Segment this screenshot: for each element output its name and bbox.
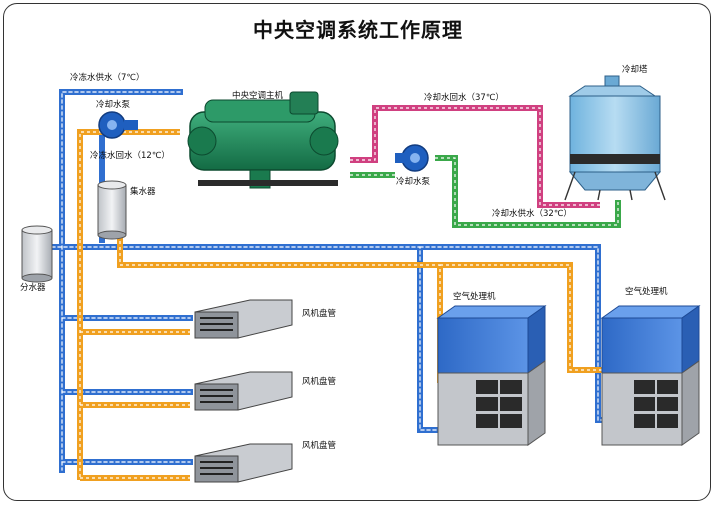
chiller-unit — [187, 91, 339, 189]
cooling-return-pipe — [350, 105, 600, 208]
fan-coil-unit-2 — [194, 371, 293, 411]
label-cooling-supply: 冷却水供水（32℃） — [492, 209, 572, 219]
label-distributor: 分水器 — [20, 283, 46, 293]
label-collector: 集水器 — [130, 187, 156, 197]
diagram-title: 中央空调系统工作原理 — [253, 18, 463, 42]
label-chilled-return: 冷冻水回水（12℃） — [90, 151, 170, 161]
cooling-water-pump — [395, 144, 429, 172]
label-ahu-1: 空气处理机 — [453, 292, 496, 302]
label-cooling-return: 冷却水回水（37℃） — [424, 93, 504, 103]
air-handling-unit-2 — [600, 305, 701, 446]
water-collector — [97, 180, 127, 240]
label-fcu-3: 风机盘管 — [302, 441, 337, 451]
air-handling-unit-1 — [436, 305, 547, 446]
chilled-water-pump — [98, 111, 138, 139]
label-cooling-pump: 冷却水泵 — [396, 177, 431, 187]
label-cooling-tower: 冷却塔 — [622, 65, 648, 75]
cooling-tower — [564, 75, 666, 201]
label-fcu-2: 风机盘管 — [302, 377, 337, 387]
label-fcu-1: 风机盘管 — [302, 309, 337, 319]
label-ahu-2: 空气处理机 — [625, 287, 668, 297]
label-chilled-supply: 冷冻水供水（7℃） — [70, 73, 145, 83]
chilled-supply-pipes — [37, 89, 615, 473]
fan-coil-unit-1 — [194, 299, 293, 339]
cooling-supply-pipe — [350, 155, 621, 228]
label-main-unit: 中央空调主机 — [232, 91, 284, 101]
label-chilled-pump: 冷却水泵 — [96, 100, 131, 110]
outer-frame — [3, 3, 711, 501]
water-distributor — [21, 225, 53, 283]
fan-coil-unit-3 — [194, 443, 293, 483]
